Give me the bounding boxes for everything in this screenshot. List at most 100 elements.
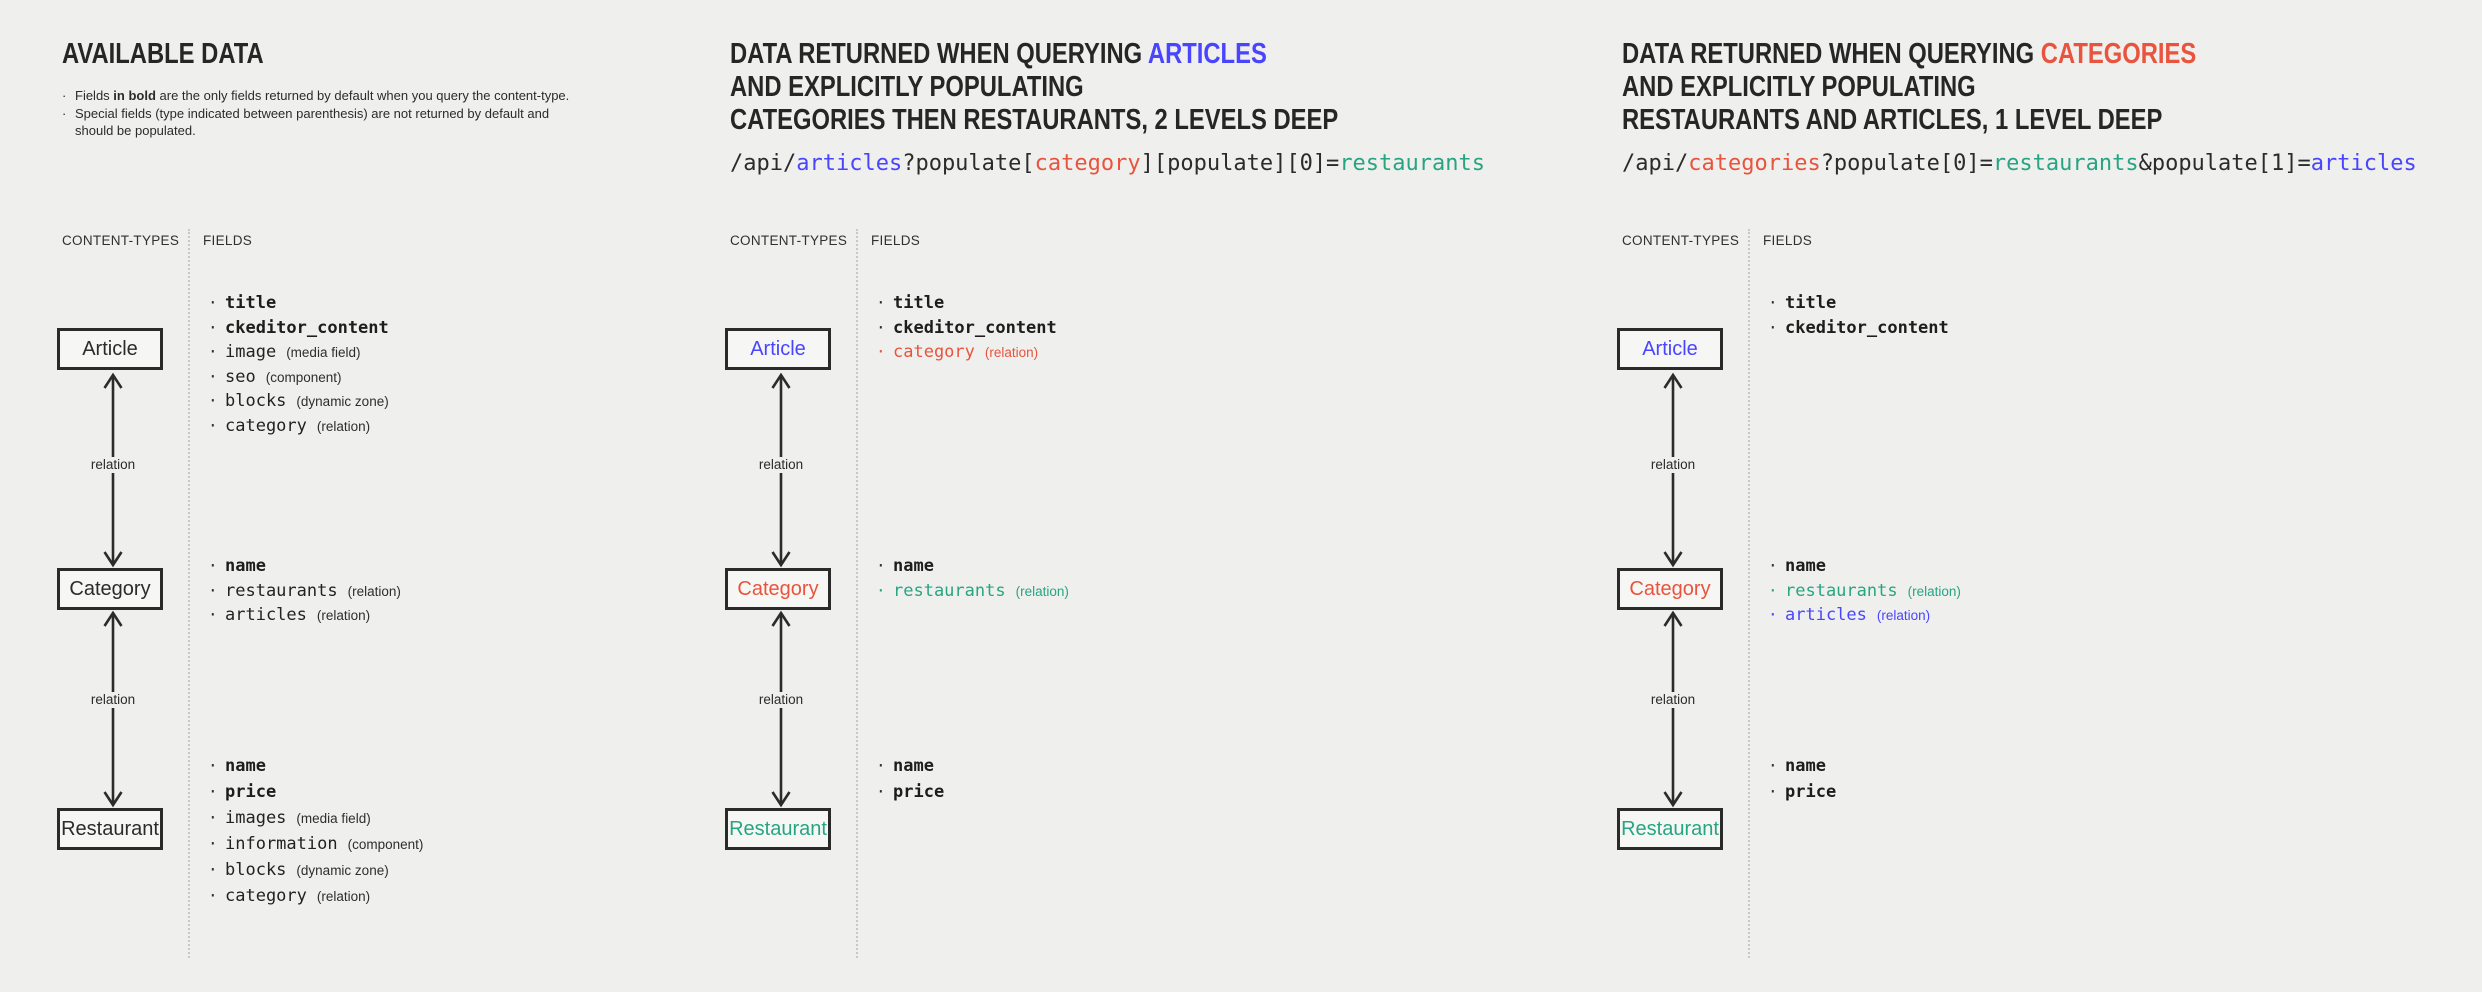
field-articles: ·articles(relation) xyxy=(208,603,401,628)
accent-text-red: CATEGORIES xyxy=(2040,38,2197,70)
field-ckeditor_content: ·ckeditor_content xyxy=(1768,316,1949,341)
node-restaurant: Restaurant xyxy=(725,808,831,850)
field-title: ·title xyxy=(208,291,389,316)
field-type: (relation) xyxy=(1876,608,1931,624)
field-name: price xyxy=(225,782,277,802)
field-name: articles xyxy=(1785,605,1867,626)
api-url: /api/articles?populate[category][populat… xyxy=(730,151,1485,177)
relation-label: relation xyxy=(1647,457,1699,473)
field-price: · price xyxy=(1768,779,1836,805)
fields-category: · name ·restaurants(relation) xyxy=(876,554,1069,603)
field-name: price xyxy=(1785,782,1837,802)
field-type: (relation) xyxy=(347,583,401,599)
field-name: ckeditor_content xyxy=(225,317,389,338)
title-line: DATA RETURNED WHEN QUERYING ARTICLES xyxy=(730,38,1338,71)
api-url: /api/categories?populate[0]=restaurants&… xyxy=(1622,151,2417,177)
text-segment: RESTAURANTS AND ARTICLES, 1 LEVEL DEEP xyxy=(1622,104,2163,136)
field-name: · name xyxy=(876,554,1069,579)
field-name: information xyxy=(225,834,338,854)
field-ckeditor_content: · ckeditor_content xyxy=(876,316,1057,341)
field-name: blocks xyxy=(225,391,287,412)
accent-text-red: category xyxy=(1034,151,1141,176)
column-header-content-types: CONTENT-TYPES xyxy=(1622,233,1740,248)
column-header-content-types: CONTENT-TYPES xyxy=(62,233,180,248)
accent-text-blue: ARTICLES xyxy=(1147,38,1267,70)
relation-label: relation xyxy=(1647,692,1699,708)
field-name: title xyxy=(893,293,945,313)
node-category: Category xyxy=(57,568,163,610)
title-line: RESTAURANTS AND ARTICLES, 1 LEVEL DEEP xyxy=(1622,104,2196,137)
bullet-icon: · xyxy=(208,415,218,435)
bullet-icon: · xyxy=(62,88,67,103)
bullet-icon: · xyxy=(208,860,218,879)
field-name: ·name xyxy=(1768,554,1961,579)
title-line: DATA RETURNED WHEN QUERYING CATEGORIES xyxy=(1622,38,2196,71)
field-type: (relation) xyxy=(1907,583,1961,599)
fields-restaurant: ·name·price xyxy=(876,753,944,805)
bullet-icon: · xyxy=(876,556,886,575)
fields-category: ·name·restaurants(relation)·articles(rel… xyxy=(208,554,401,628)
field-name: name xyxy=(1785,556,1826,576)
field-category: ·category(relation) xyxy=(876,340,1057,365)
field-type: (relation) xyxy=(316,418,371,434)
field-title: ·title xyxy=(876,291,1057,316)
field-restaurants: ·restaurants(relation) xyxy=(876,579,1069,604)
notes-list: · Fields in bold are the only fields retu… xyxy=(62,87,577,140)
text-segment: &populate[1]= xyxy=(2138,151,2311,176)
fields-restaurant: ·name·price·images(media field)·informat… xyxy=(208,753,423,909)
field-name: price xyxy=(893,782,945,802)
fields-restaurant: · name · price xyxy=(1768,753,1836,805)
note-text: Fields in bold are the only fields retur… xyxy=(75,87,569,105)
bullet-icon: · xyxy=(1768,293,1778,312)
field-type: (dynamic zone) xyxy=(296,394,389,410)
text-segment: DATA RETURNED WHEN QUERYING xyxy=(1622,38,2041,70)
field-restaurants: · restaurants (relation) xyxy=(1768,579,1961,604)
field-name: name xyxy=(1785,756,1826,776)
field-blocks: ·blocks(dynamic zone) xyxy=(208,857,423,883)
fields-article: ·title·ckeditor_content·image(media fiel… xyxy=(208,291,389,439)
panel-available-data: AVAILABLE DATA · Fields in bold are the o… xyxy=(57,0,687,992)
relation-label: relation xyxy=(755,692,807,708)
text-segment: Special fields (type indicated between p… xyxy=(75,105,550,139)
note-item: ·Special fields (type indicated between … xyxy=(62,105,577,140)
field-name: ckeditor_content xyxy=(1785,317,1949,338)
field-name: images xyxy=(225,808,287,828)
bullet-icon: · xyxy=(1768,580,1778,600)
field-price: · price xyxy=(208,779,423,805)
bullet-icon: · xyxy=(208,342,218,362)
bullet-icon: · xyxy=(208,782,218,801)
field-price: ·price xyxy=(876,779,944,805)
field-name: restaurants xyxy=(1785,580,1898,601)
field-articles: · articles (relation) xyxy=(1768,603,1961,628)
column-divider xyxy=(856,229,858,958)
fields-article: ·title·ckeditor_content xyxy=(1768,291,1949,340)
bullet-icon: · xyxy=(876,756,886,775)
bullet-icon: · xyxy=(208,366,218,386)
field-name: ckeditor_content xyxy=(893,317,1057,338)
title-line: AND EXPLICITLY POPULATING xyxy=(730,71,1338,104)
fields-article: ·title· ckeditor_content·category(relatio… xyxy=(876,291,1057,365)
field-seo: ·seo(component) xyxy=(208,365,389,390)
field-name: name xyxy=(893,556,934,576)
field-category: ·category(relation) xyxy=(208,883,423,909)
text-segment: AND EXPLICITLY POPULATING xyxy=(1622,71,1976,103)
panel-title: AVAILABLE DATA xyxy=(62,38,264,71)
node-restaurant: Restaurant xyxy=(1617,808,1723,850)
column-header-fields: FIELDS xyxy=(203,233,253,248)
bullet-icon: · xyxy=(1768,756,1778,775)
field-information: ·information(component) xyxy=(208,831,423,857)
bullet-icon: · xyxy=(1768,782,1778,801)
field-name: ·name xyxy=(208,753,423,779)
field-name: ·name xyxy=(876,753,944,779)
field-category: ·category(relation) xyxy=(208,414,389,439)
field-name: ·name xyxy=(208,554,401,579)
bullet-icon: · xyxy=(1768,605,1778,625)
field-name: blocks xyxy=(225,860,287,880)
field-ckeditor_content: ·ckeditor_content xyxy=(208,316,389,341)
accent-text-teal: restaurants xyxy=(1339,151,1486,176)
field-type: (media field) xyxy=(286,345,361,361)
bullet-icon: · xyxy=(876,317,886,337)
